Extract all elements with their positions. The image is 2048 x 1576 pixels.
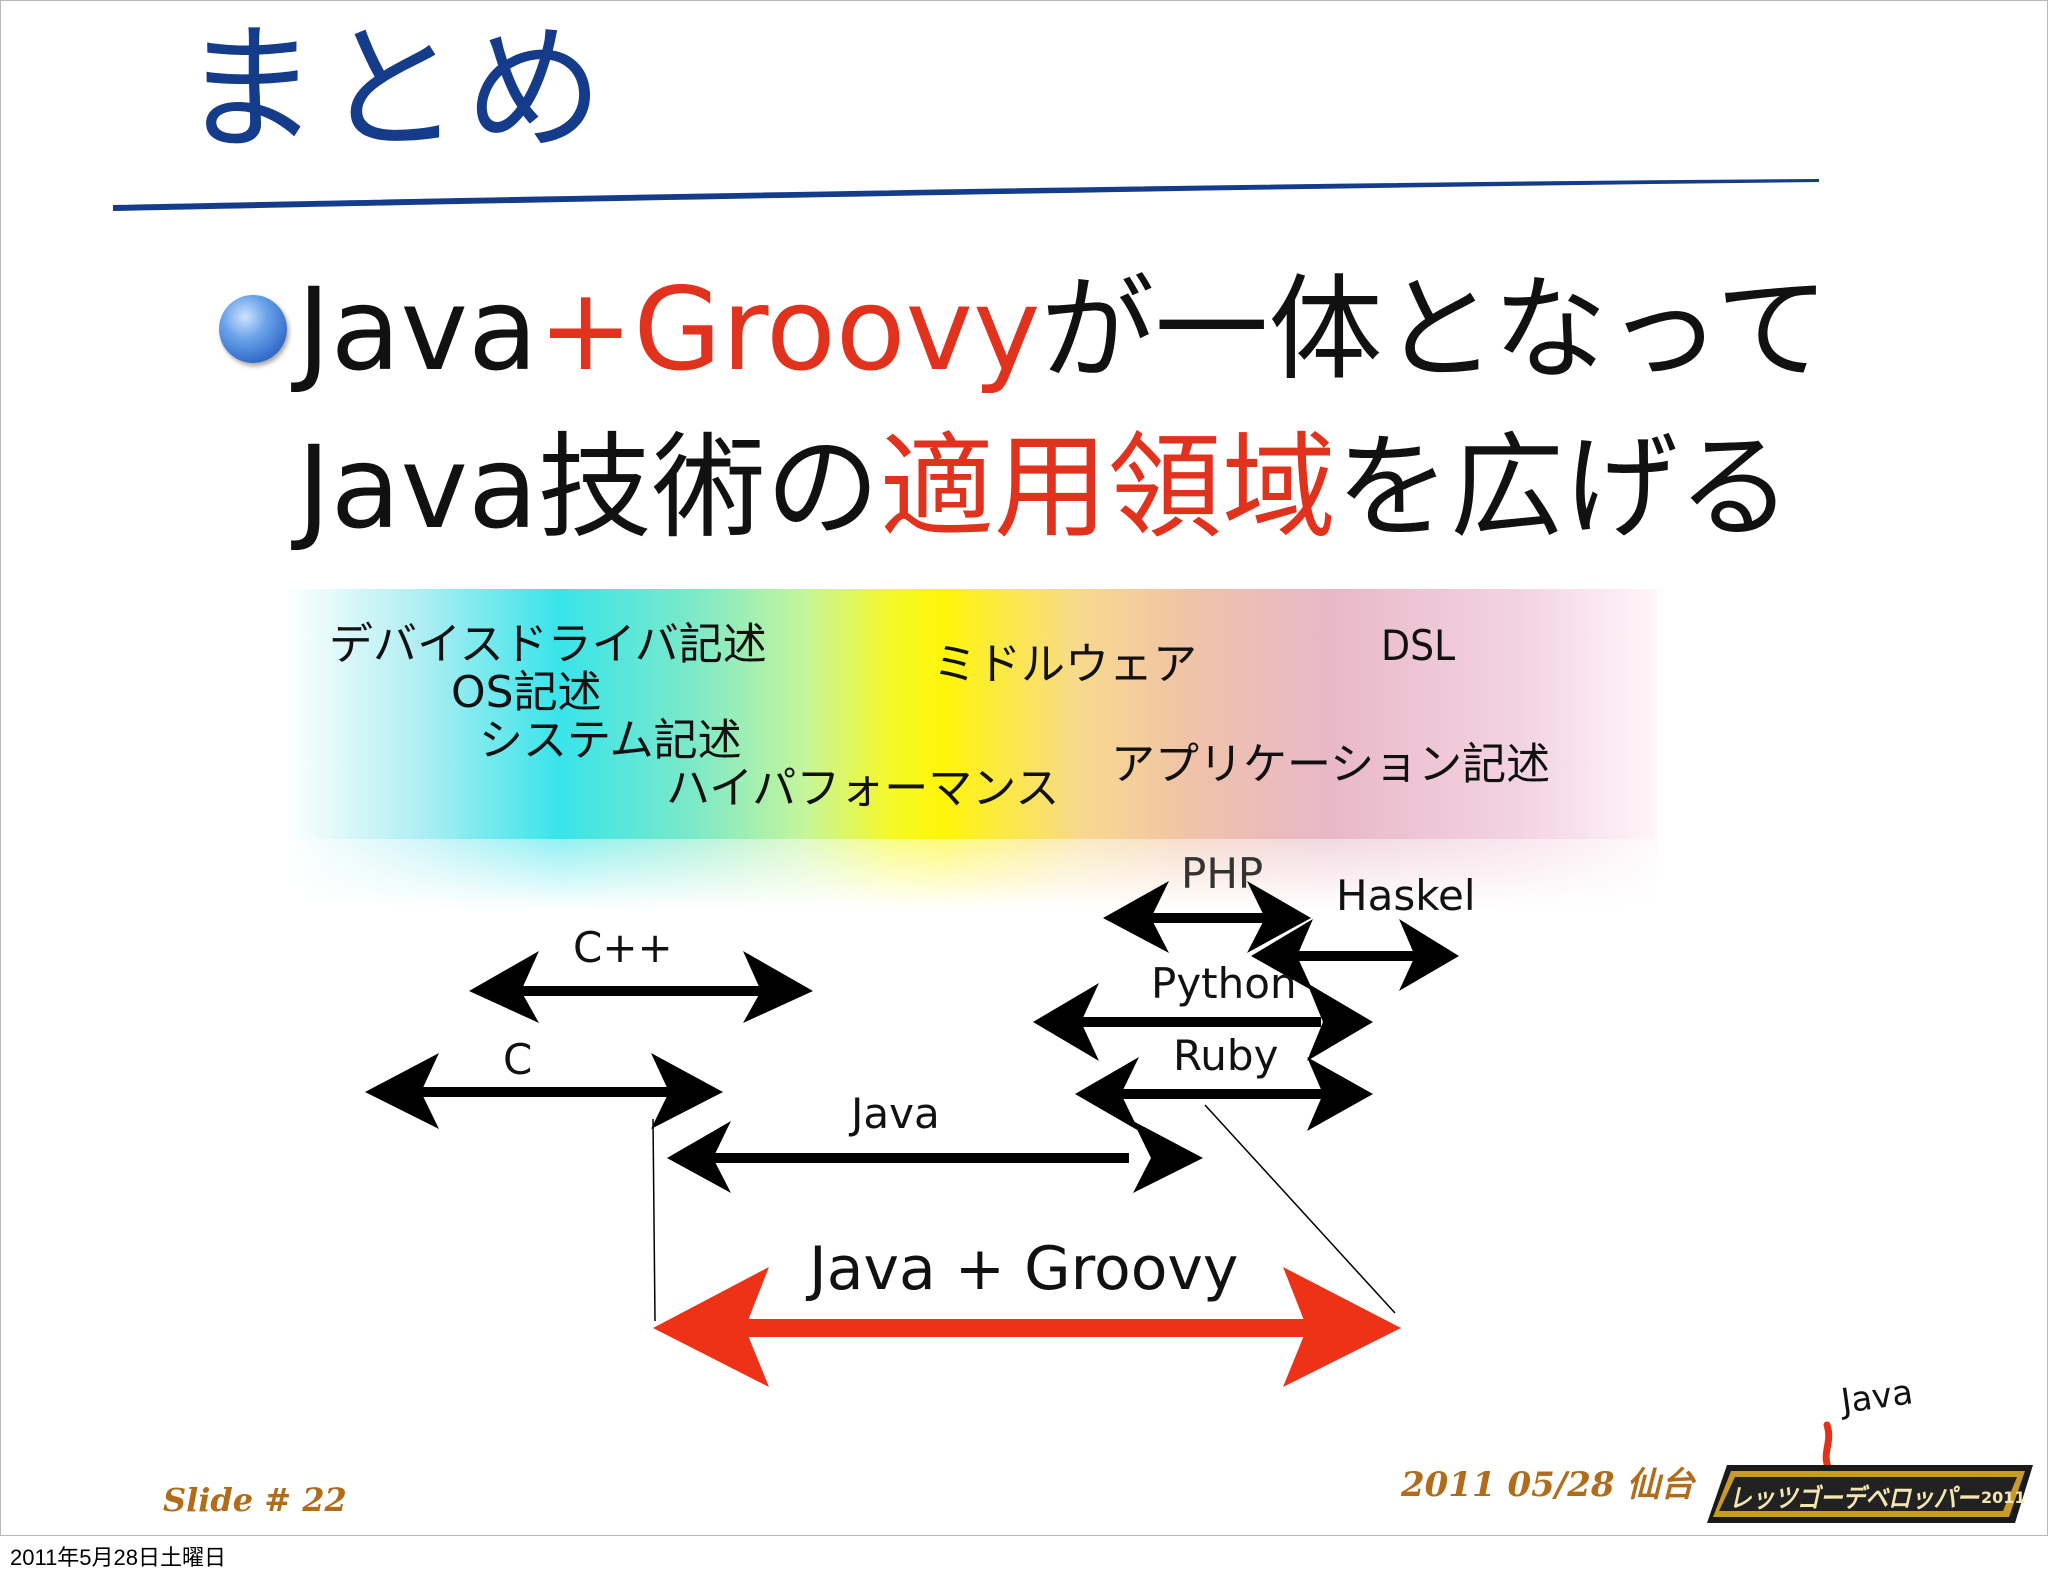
event-logo: Java レッツゴーデベロッパー 2011 [1707, 1373, 2033, 1523]
python-range-arrow [1033, 983, 1373, 1061]
bullet-icon [219, 295, 287, 363]
headline-unite: が一体となって [1040, 263, 1830, 396]
title-underline [113, 179, 1819, 211]
slide: まとめ Java+Groovyが一体となって Java技術の適用領域を広げる デ… [0, 0, 2048, 1536]
event-date-location: 2011 05/28 仙台 [1401, 1465, 1695, 1505]
headline-line-2: Java技術の適用領域を広げる [297, 431, 1792, 545]
logo-java-text: Java [1837, 1373, 1916, 1422]
spectrum-reflection [285, 839, 1657, 909]
headline-expand: を広げる [1335, 421, 1792, 554]
label-middleware: ミドルウェア [933, 639, 1197, 690]
label-device-driver: デバイスドライバ記述 [329, 619, 767, 670]
label-php: PHP [1181, 849, 1264, 898]
headline-java: Java [297, 263, 538, 396]
slide-title: まとめ [181, 9, 608, 170]
headline-groovy: +Groovy [537, 263, 1041, 396]
logo-main-text: レッツゴーデベロッパー [1729, 1484, 1980, 1514]
label-dsl: DSL [1381, 621, 1456, 670]
headline-line-1: Java+Groovyが一体となって [297, 273, 1829, 387]
label-high-performance: ハイパフォーマンス [666, 763, 1060, 814]
guide-line-right [1204, 1104, 1396, 1314]
label-application: アプリケーション記述 [1111, 739, 1551, 790]
label-system: システム記述 [479, 715, 742, 766]
java-groovy-range-arrow [653, 1267, 1401, 1387]
java-range-arrow [667, 1121, 1203, 1193]
label-java-groovy: Java + Groovy [809, 1234, 1239, 1304]
label-ruby: Ruby [1173, 1031, 1279, 1080]
guide-line-left [652, 1118, 656, 1322]
php-range-arrow [1103, 881, 1311, 953]
caption-date: 2011年5月28日土曜日 [10, 1545, 227, 1570]
headline-java-tech: Java技術の [297, 421, 880, 554]
label-haskel: Haskel [1336, 871, 1476, 920]
headline-domain: 適用領域 [879, 421, 1336, 554]
application-spectrum [285, 589, 1657, 839]
label-c: C [503, 1035, 533, 1084]
language-range-arrows [365, 881, 1459, 1387]
label-java: Java [851, 1089, 940, 1138]
logo-year-text: 2011 [1981, 1488, 2026, 1507]
c-range-arrow [365, 1053, 723, 1129]
slide-number: Slide # 22 [163, 1481, 347, 1519]
haskel-range-arrow [1251, 919, 1459, 991]
label-os: OS記述 [451, 667, 602, 718]
cpp-range-arrow [469, 951, 813, 1023]
ruby-range-arrow [1075, 1057, 1373, 1131]
label-python: Python [1151, 959, 1297, 1008]
label-cpp: C++ [573, 923, 673, 972]
